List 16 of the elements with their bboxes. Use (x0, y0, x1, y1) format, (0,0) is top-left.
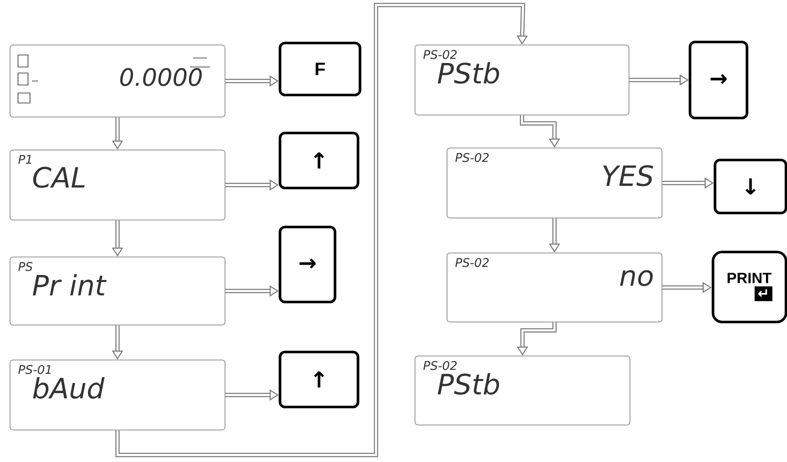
display-screen: P1 CAL (10, 150, 226, 220)
display-screen: PS-02 PStb (414, 356, 630, 426)
print-key-button: PRINT ↵ (712, 250, 787, 324)
key-button: ↑ (278, 132, 360, 190)
key-button: ↓ (714, 158, 787, 214)
display-screen: PS-02 YES (446, 148, 662, 218)
display-screen: PS-02 no (446, 252, 662, 322)
key-button: → (688, 40, 748, 120)
display-screen: PS Pr int (10, 256, 226, 326)
key-button: → (278, 226, 336, 304)
display-screen: 0.0000 (10, 44, 226, 118)
key-button: F (278, 42, 362, 96)
display-screen: PS-01 bAud (10, 360, 226, 430)
display-screen: PS-02 PStb (414, 44, 630, 116)
key-button: ↑ (278, 350, 360, 408)
arrow (115, 2, 528, 458)
